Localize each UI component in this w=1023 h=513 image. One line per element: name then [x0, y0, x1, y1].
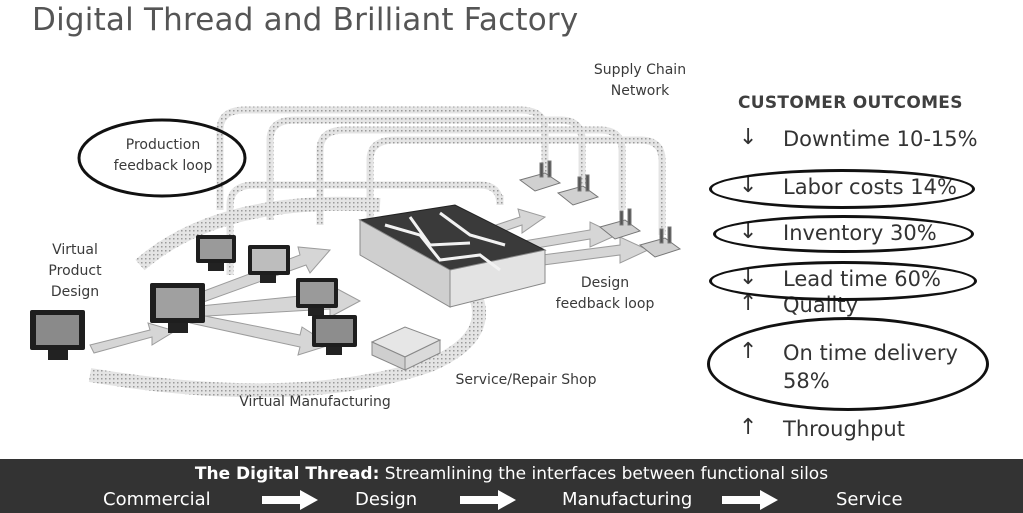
digital-thread-footer: The Digital Thread: Streamlining the int…: [0, 459, 1023, 513]
step-commercial: Commercial: [103, 489, 211, 510]
arrow-up-icon: ↑: [739, 415, 758, 440]
monitor: [248, 245, 290, 283]
highlight-circle: [707, 317, 989, 411]
highlight-circle: [709, 261, 977, 301]
digital-thread-diagram: [30, 106, 682, 398]
step-manufacturing: Manufacturing: [562, 489, 693, 510]
step-service: Service: [836, 489, 903, 510]
supply-node: [638, 226, 682, 258]
service-shop: [370, 326, 442, 371]
right-arrow-icon: [460, 490, 516, 510]
design-feedback-label: Design feedback loop: [555, 275, 655, 312]
monitor: [150, 283, 205, 333]
monitor: [30, 310, 85, 360]
production-feedback-label: Production feedback loop: [113, 137, 213, 174]
data-arch: [226, 181, 504, 275]
right-arrow-icon: [262, 490, 318, 510]
footer-headline: The Digital Thread: Streamlining the int…: [0, 464, 1023, 484]
step-design: Design: [355, 489, 418, 510]
factory: [358, 204, 547, 308]
supply-node: [518, 160, 562, 192]
virtual-product-design-label: Virtual Product Design: [48, 242, 102, 300]
right-arrow-icon: [722, 490, 778, 510]
loop-arc-bottom: [88, 281, 486, 398]
monitor: [196, 235, 236, 271]
outcomes-heading: CUSTOMER OUTCOMES: [738, 93, 963, 113]
page-title: Digital Thread and Brilliant Factory: [32, 2, 579, 38]
footer-subtitle: Streamlining the interfaces between func…: [379, 464, 829, 484]
outcome-item: ↑ Throughput: [739, 415, 905, 443]
monitors: [30, 235, 357, 360]
arrow-up-icon: ↑: [739, 291, 758, 316]
monitor: [296, 278, 338, 316]
data-arch: [366, 136, 666, 235]
supply-node: [556, 174, 600, 206]
flow-loop: [88, 196, 486, 398]
data-flow-arches: [216, 106, 666, 275]
supply-chain-nodes: [518, 160, 682, 258]
outcome-text: Downtime 10-15%: [783, 127, 978, 151]
arrow-down-icon: ↓: [739, 125, 758, 150]
outcome-text: Throughput: [783, 417, 905, 441]
production-feedback-circle: [77, 118, 247, 198]
supply-chain-label: Supply Chain Network: [593, 62, 687, 99]
loop-arc-top: [135, 196, 381, 271]
virtual-manufacturing-label: Virtual Manufacturing: [239, 394, 391, 410]
outcome-item: ↓ Downtime 10-15%: [739, 125, 978, 153]
highlight-circle: [709, 169, 975, 209]
footer-bold-label: The Digital Thread:: [194, 464, 380, 484]
highlight-circle: [713, 215, 974, 253]
supply-node: [598, 208, 642, 240]
service-repair-label: Service/Repair Shop: [455, 372, 597, 388]
customer-outcomes-panel: CUSTOMER OUTCOMES ↓Downtime 10-15% ↓Labo…: [705, 85, 1023, 455]
monitor: [312, 315, 357, 355]
